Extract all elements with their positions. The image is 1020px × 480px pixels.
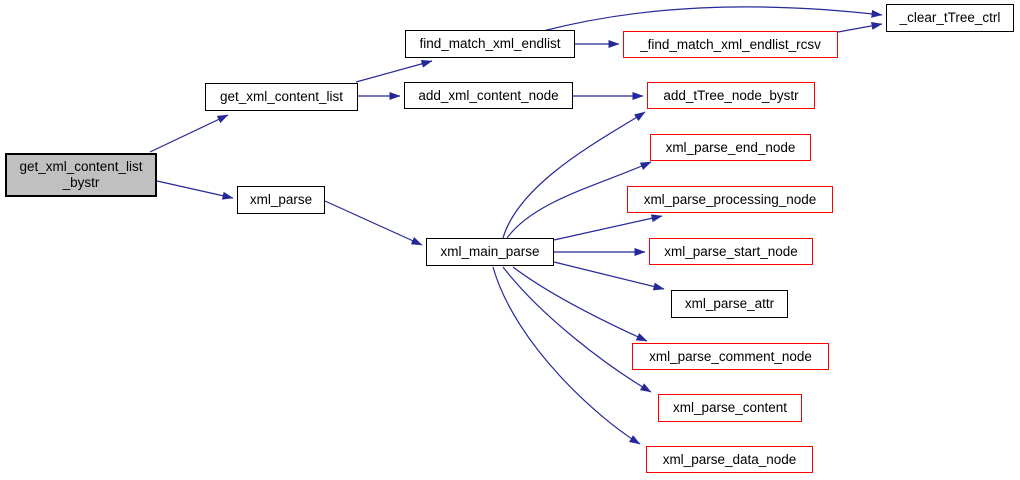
node-label: find_match_xml_endlist xyxy=(419,36,561,52)
edge-xml_main_parse-to-xml_parse_processing_node xyxy=(553,214,663,241)
node-label: xml_parse_comment_node xyxy=(649,348,812,364)
node-xml_parse_end_node[interactable]: xml_parse_end_node xyxy=(650,134,811,161)
node-_find_match_xml_endlist_rcsv[interactable]: _find_match_xml_endlist_rcsv xyxy=(623,31,838,58)
node-xml_parse_attr[interactable]: xml_parse_attr xyxy=(671,290,788,318)
node-label: xml_parse_content xyxy=(672,400,788,416)
node-label: _find_match_xml_endlist_rcsv xyxy=(640,36,821,52)
node-xml_parse[interactable]: xml_parse xyxy=(237,186,325,214)
node-label: xml_parse_end_node xyxy=(665,139,796,155)
node-xml_parse_start_node[interactable]: xml_parse_start_node xyxy=(649,238,813,265)
edge-xml_main_parse-to-xml_parse_comment_node xyxy=(512,266,648,342)
edge-get_xml_content_list_bystr-to-xml_parse xyxy=(156,180,234,200)
node-get_xml_content_list_bystr: get_xml_content_list_bystr xyxy=(5,153,157,197)
node-_clear_tTree_ctrl[interactable]: _clear_tTree_ctrl xyxy=(886,4,1014,32)
node-label: add_tTree_node_bystr xyxy=(663,87,799,103)
node-label: _clear_tTree_ctrl xyxy=(899,10,1001,26)
edge-_find_match_xml_endlist_rcsv-to-_clear_tTree_ctrl xyxy=(837,21,883,33)
node-label: xml_parse_data_node xyxy=(662,451,797,467)
node-add_xml_content_node[interactable]: add_xml_content_node xyxy=(404,82,573,109)
node-xml_parse_comment_node[interactable]: xml_parse_comment_node xyxy=(632,343,829,370)
node-label: add_xml_content_node xyxy=(418,87,559,103)
edge-find_match_xml_endlist-to-_clear_tTree_ctrl xyxy=(542,6,883,32)
edge-xml_main_parse-to-add_tTree_node_bystr xyxy=(502,111,646,239)
edge-get_xml_content_list-to-find_match_xml_endlist xyxy=(355,59,433,83)
edge-xml_main_parse-to-xml_parse_end_node xyxy=(506,161,652,239)
node-label: _bystr xyxy=(62,175,100,190)
node-label: get_xml_content_list xyxy=(219,89,344,105)
node-label: get_xml_content_list xyxy=(19,159,143,175)
node-label: xml_parse xyxy=(249,192,313,208)
node-xml_main_parse[interactable]: xml_main_parse xyxy=(426,238,554,266)
edge-xml_main_parse-to-xml_parse_attr xyxy=(553,261,665,291)
edge-xml_main_parse-to-xml_parse_content xyxy=(502,266,652,393)
node-xml_parse_data_node[interactable]: xml_parse_data_node xyxy=(646,446,813,473)
edge-xml_parse-to-xml_main_parse xyxy=(324,200,423,246)
node-label: xml_parse_start_node xyxy=(664,243,798,259)
node-label: xml_parse_attr xyxy=(684,296,775,312)
node-find_match_xml_endlist[interactable]: find_match_xml_endlist xyxy=(405,30,575,58)
node-get_xml_content_list[interactable]: get_xml_content_list xyxy=(205,83,358,111)
node-xml_parse_content[interactable]: xml_parse_content xyxy=(658,394,802,422)
node-add_tTree_node_bystr[interactable]: add_tTree_node_bystr xyxy=(647,82,815,109)
node-label: xml_main_parse xyxy=(440,244,540,260)
edge-xml_main_parse-to-xml_parse_data_node xyxy=(492,266,641,445)
node-xml_parse_processing_node[interactable]: xml_parse_processing_node xyxy=(627,186,833,213)
edge-get_xml_content_list_bystr-to-get_xml_content_list xyxy=(149,114,229,153)
node-label: xml_parse_processing_node xyxy=(643,191,817,207)
